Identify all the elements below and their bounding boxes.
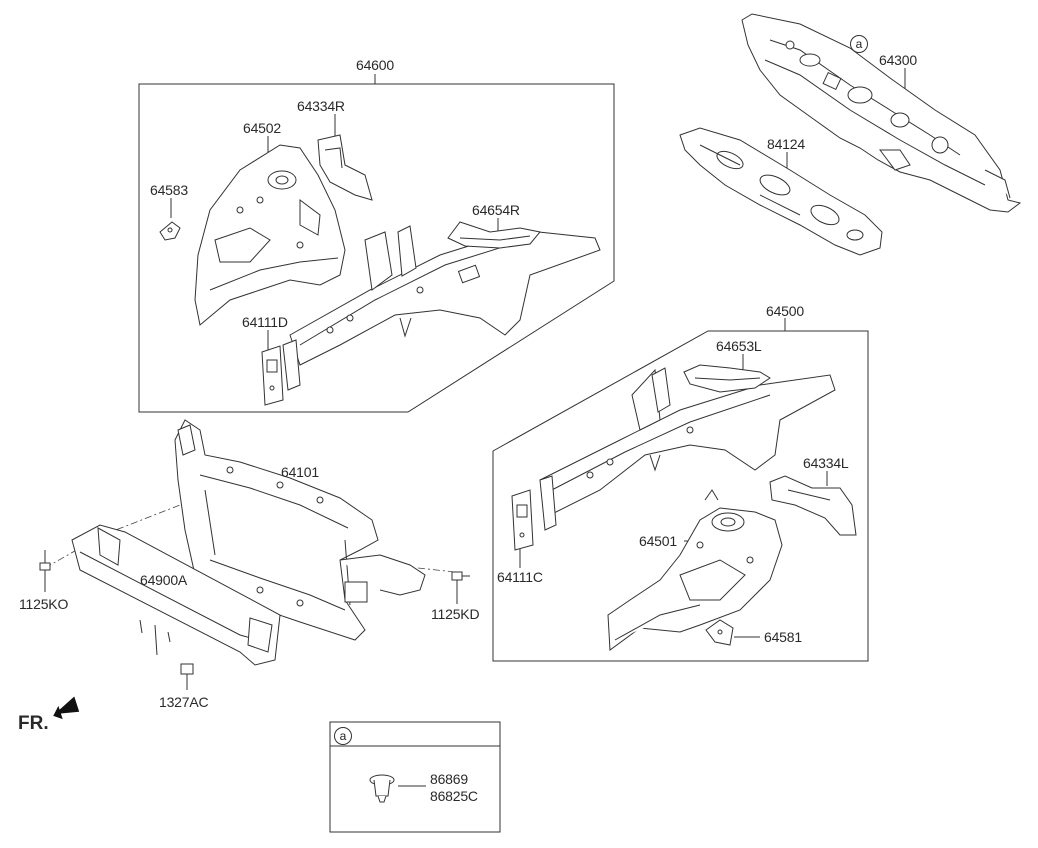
label-64581: 64581 [764,629,802,645]
insulator-84124 [679,127,883,256]
label-64111C: 64111C [497,569,543,585]
bumper-beam-64900A [71,524,281,666]
radiator-support-64101 [174,419,426,641]
label-64300: 64300 [879,52,917,68]
label-1125KD: 1125KD [431,606,480,622]
label-64583: 64583 [150,182,188,198]
label-64101: 64101 [281,464,319,480]
label-64334R: 64334R [297,98,345,114]
bracket-64334R [317,134,373,201]
bolt-1125KD [451,571,470,581]
front-direction-label: FR. [18,713,49,734]
label-1327AC: 1327AC [159,694,209,710]
label-64111D: 64111D [242,314,288,330]
label-group-64500: 64500 [766,303,804,319]
detail-box-a [329,721,501,833]
detail-box-marker-a: a [334,727,352,745]
label-86825C: 86825C [430,788,478,804]
group-box-64500 [492,330,869,662]
bolt-1125KO [39,550,51,571]
plate-64111D [261,345,284,406]
detail-marker-a: a [850,35,868,53]
label-group-64600: 64600 [356,57,394,73]
reinforcement-64654R [447,221,541,249]
wheel-house-64502 [194,144,346,326]
label-64654R: 64654R [472,202,520,218]
label-1125KO: 1125KO [19,596,69,612]
bracket-64334L [769,475,857,536]
wheel-house-64501 [607,489,783,651]
group-box-64600 [138,83,615,413]
front-direction-arrow [53,696,80,720]
label-86869: 86869 [430,771,468,787]
front-side-member-rh [282,225,601,391]
label-84124: 84124 [767,136,805,152]
label-64653L: 64653L [716,338,762,354]
front-side-member-lh [539,367,836,531]
label-64900A: 64900A [140,572,188,588]
label-64502: 64502 [243,120,281,136]
bracket-64581 [705,619,734,646]
nut-1327AC [180,663,194,675]
reinforcement-64653L [683,364,771,393]
plate-64111C [511,489,534,551]
bracket-64583 [159,221,181,241]
dash-panel-64300 [741,13,1022,213]
label-64334L: 64334L [803,455,849,471]
clip-86869 [369,774,395,803]
label-64501: 64501 [639,533,677,549]
